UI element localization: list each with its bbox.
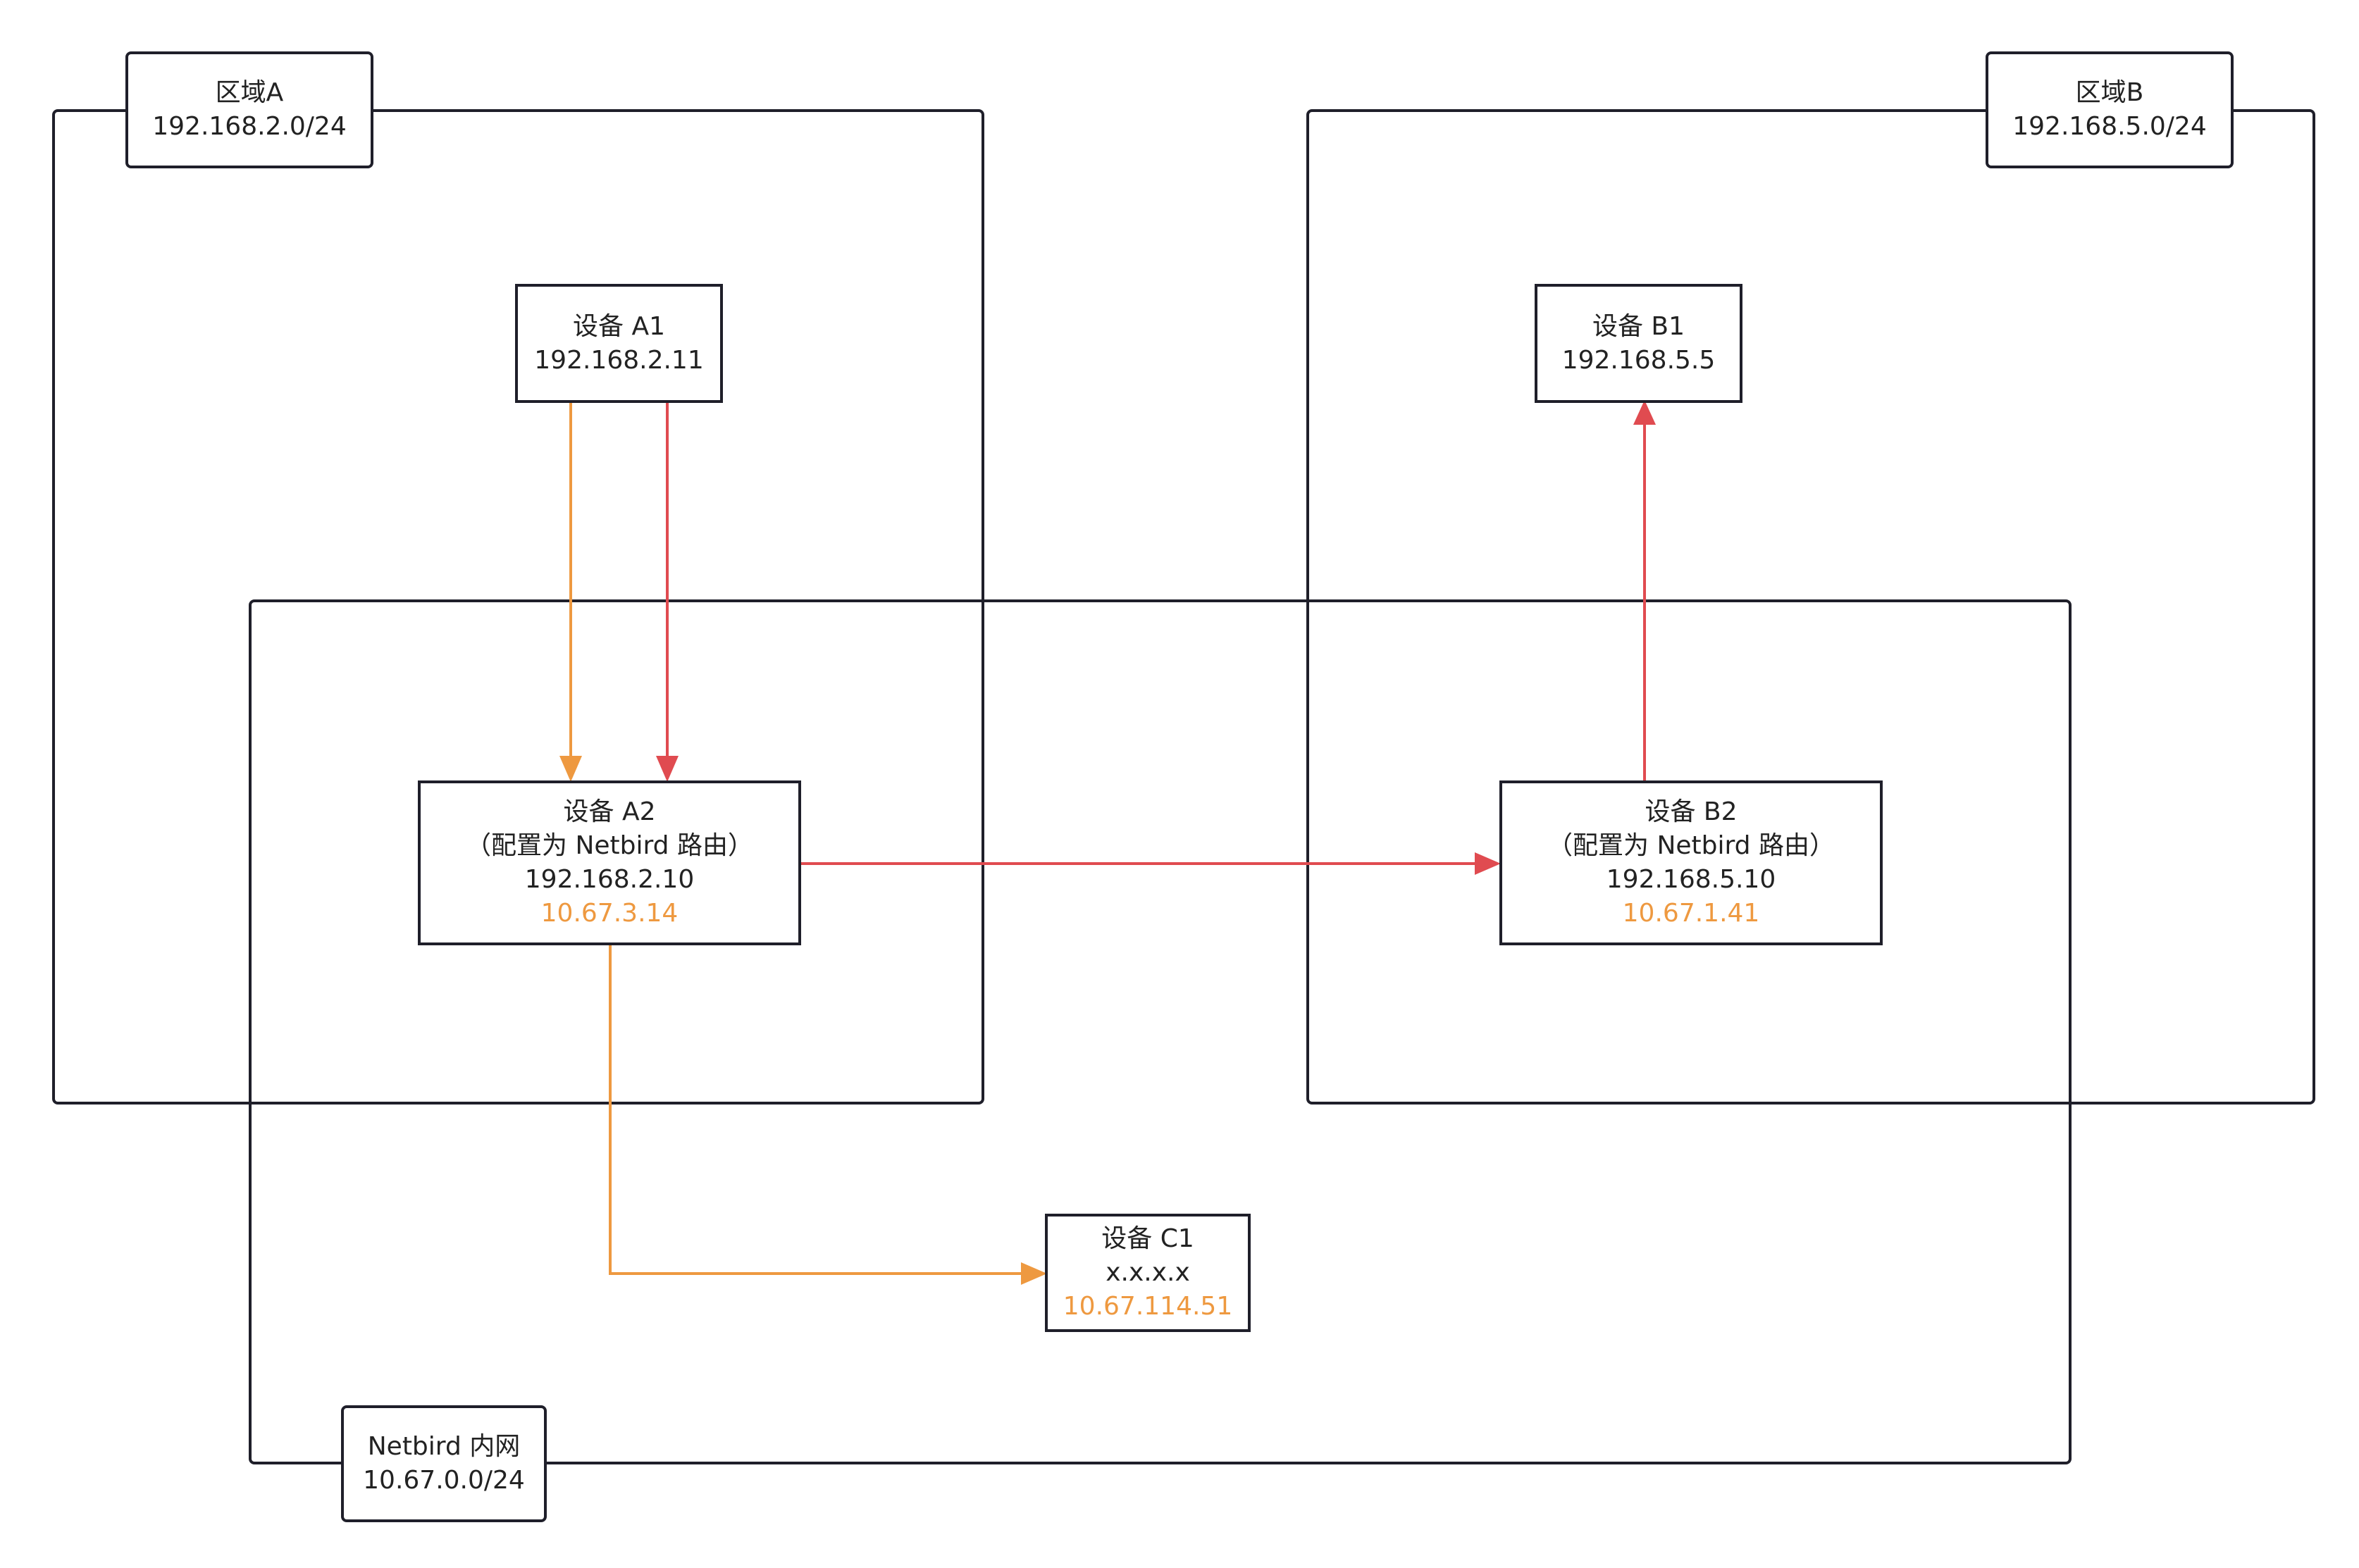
netbird-name: Netbird 内网 <box>367 1432 521 1461</box>
arrow-a2-to-c1-netbird <box>609 945 1047 1285</box>
zone-b-label: 区域B 192.168.5.0/24 <box>1986 51 2234 168</box>
arrow-b2-to-b1-routed <box>1633 400 1656 780</box>
zone-a-region <box>52 109 984 1105</box>
arrow-a1-to-a2-routed <box>656 403 679 782</box>
device-a2-lan-ip: 192.168.2.10 <box>524 865 695 894</box>
device-c1-name: 设备 C1 <box>1101 1224 1194 1253</box>
device-a2-role: （配置为 Netbird 路由） <box>466 831 753 860</box>
device-a1-ip: 192.168.2.11 <box>534 345 704 375</box>
zone-b-name: 区域B <box>2075 78 2144 107</box>
zone-a-subnet: 192.168.2.0/24 <box>152 112 347 141</box>
device-b2-name: 设备 B2 <box>1645 797 1738 826</box>
netbird-label: Netbird 内网 10.67.0.0/24 <box>341 1405 547 1522</box>
device-b1-ip: 192.168.5.5 <box>1561 345 1716 375</box>
arrow-a2-to-b2-routed <box>801 852 1501 875</box>
device-b2-netbird-ip: 10.67.1.41 <box>1622 899 1760 928</box>
device-a2-name: 设备 A2 <box>563 797 656 826</box>
zone-a-label: 区域A 192.168.2.0/24 <box>125 51 373 168</box>
device-a1-name: 设备 A1 <box>573 311 665 341</box>
netbird-subnet: 10.67.0.0/24 <box>363 1466 525 1495</box>
device-b1: 设备 B1 192.168.5.5 <box>1535 284 1742 403</box>
device-c1: 设备 C1 x.x.x.x 10.67.114.51 <box>1045 1214 1251 1332</box>
device-a2-netbird-ip: 10.67.3.14 <box>540 899 679 928</box>
device-c1-ip: x.x.x.x <box>1106 1258 1190 1287</box>
arrow-a1-to-a2-netbird <box>559 403 582 782</box>
zone-a-name: 区域A <box>215 78 284 107</box>
device-b2: 设备 B2 （配置为 Netbird 路由） 192.168.5.10 10.6… <box>1499 780 1883 945</box>
device-c1-netbird-ip: 10.67.114.51 <box>1063 1292 1233 1321</box>
device-a1: 设备 A1 192.168.2.11 <box>515 284 723 403</box>
device-b2-lan-ip: 192.168.5.10 <box>1606 865 1776 894</box>
netbird-region <box>249 599 2072 1464</box>
zone-b-region <box>1306 109 2315 1105</box>
zone-b-subnet: 192.168.5.0/24 <box>2012 112 2207 141</box>
device-b2-role: （配置为 Netbird 路由） <box>1547 831 1835 860</box>
device-a2: 设备 A2 （配置为 Netbird 路由） 192.168.2.10 10.6… <box>418 780 801 945</box>
device-b1-name: 设备 B1 <box>1592 311 1685 341</box>
